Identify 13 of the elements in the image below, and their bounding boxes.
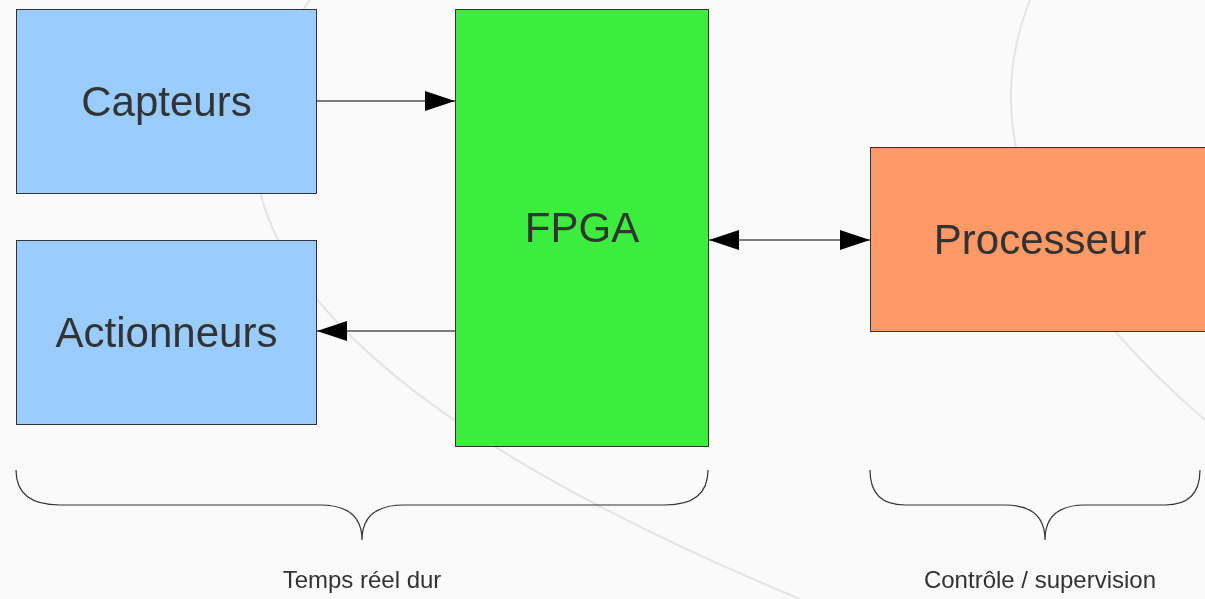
arrow: [316, 91, 456, 111]
block-box: [455, 9, 709, 447]
block-label: Capteurs: [81, 77, 252, 126]
arrow: [316, 321, 456, 341]
block-box: [16, 9, 317, 194]
brace-caption: Contrôle / supervision: [923, 566, 1157, 594]
block-label: FPGA: [524, 204, 640, 252]
block-label: Processeur: [933, 215, 1147, 264]
block-box: [870, 147, 1205, 332]
block-label: Actionneurs: [55, 308, 278, 357]
brace-caption: Temps réel dur: [282, 566, 442, 594]
arrow: [708, 230, 871, 250]
block-box: [16, 240, 317, 425]
